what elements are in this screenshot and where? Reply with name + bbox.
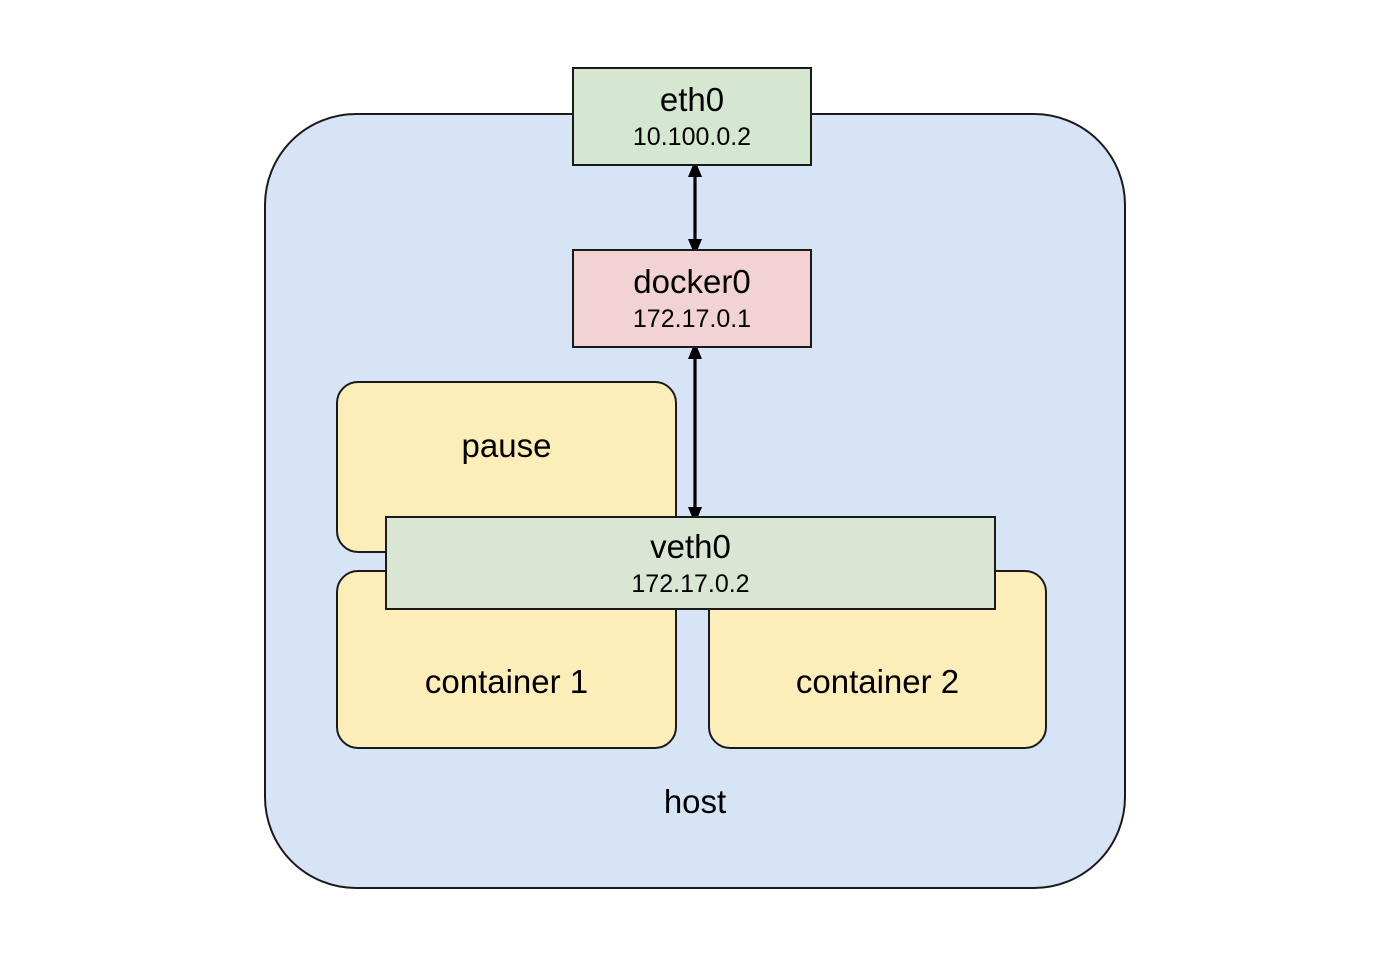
interface-eth0-name: eth0 bbox=[659, 81, 725, 119]
interface-veth0-ip: 172.17.0.2 bbox=[631, 569, 750, 598]
interface-docker0-ip: 172.17.0.1 bbox=[632, 305, 752, 334]
connector-eth0-docker0 bbox=[688, 160, 702, 256]
host-label: host bbox=[663, 783, 727, 820]
interface-veth0-name: veth0 bbox=[650, 527, 731, 565]
interface-veth0[interactable]: veth0 172.17.0.2 bbox=[385, 516, 996, 610]
pod-pause-label: pause bbox=[461, 427, 552, 464]
pod-container-2-label: container 2 bbox=[795, 662, 960, 700]
interface-docker0-name: docker0 bbox=[633, 263, 751, 301]
interface-eth0-ip: 10.100.0.2 bbox=[632, 123, 752, 152]
interface-docker0[interactable]: docker0 172.17.0.1 bbox=[572, 249, 812, 348]
connector-docker0-veth0 bbox=[688, 342, 702, 524]
interface-eth0[interactable]: eth0 10.100.0.2 bbox=[572, 67, 812, 166]
pod-container-1-label: container 1 bbox=[424, 662, 589, 700]
